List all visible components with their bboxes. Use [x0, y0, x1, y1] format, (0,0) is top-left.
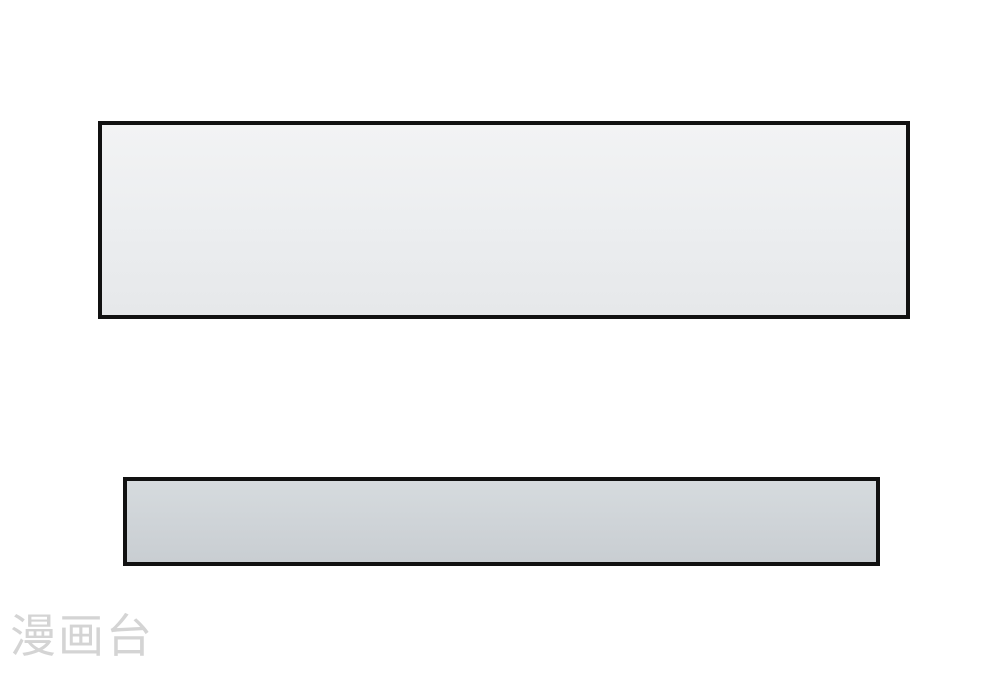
- top-panel: [98, 121, 910, 319]
- watermark-text: 漫画台: [10, 609, 154, 663]
- bottom-panel: [123, 477, 880, 566]
